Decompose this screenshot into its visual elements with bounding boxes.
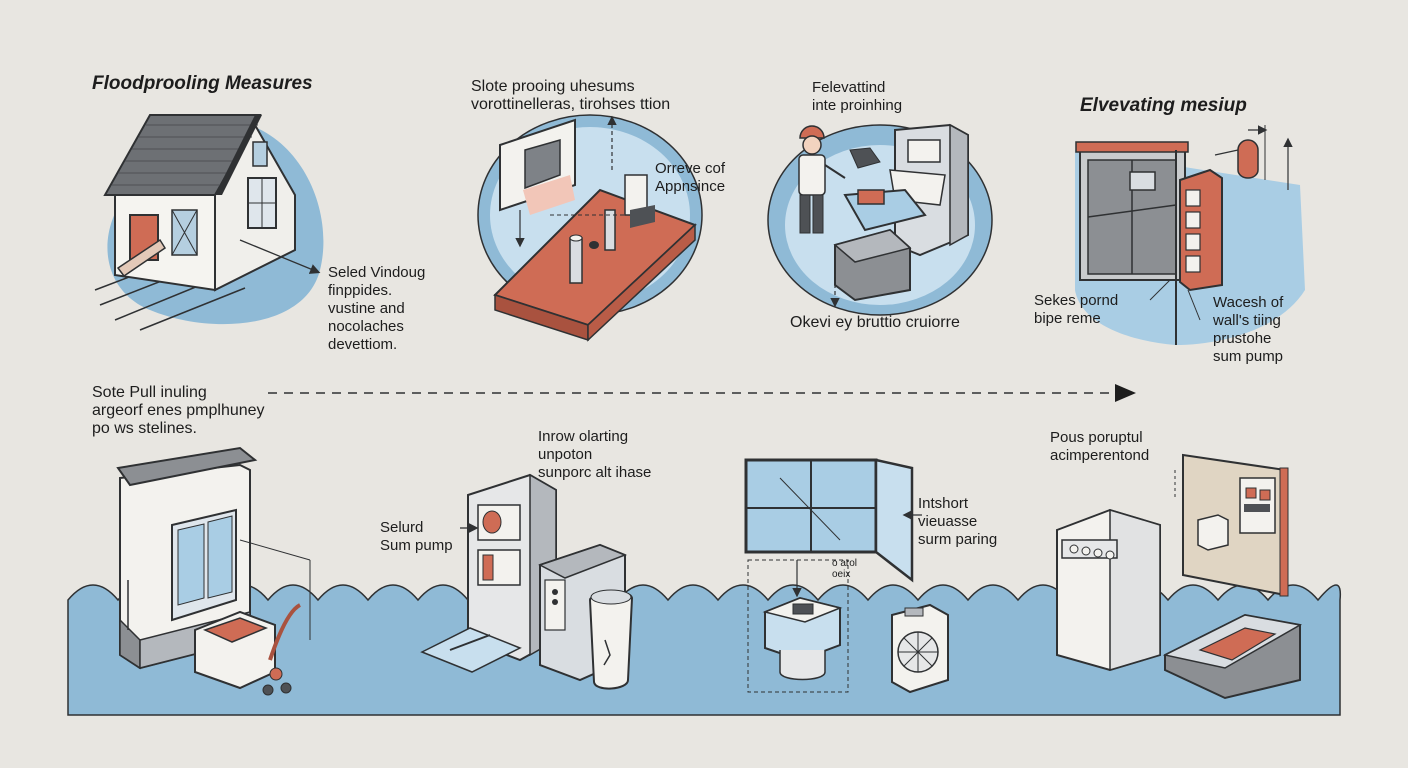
label-sump-pump: Selurd Sum pump [380, 519, 453, 555]
callout-house: Seled Vindoug finppides. vustine and noc… [328, 264, 425, 354]
callout-line: Orreve cof [655, 160, 726, 177]
building-window-icon [116, 446, 311, 670]
title-line: Slote prooing uhesums [471, 78, 635, 95]
fan-unit-icon [891, 603, 949, 694]
label-sump-paring: Intshort vieuasse surm paring [918, 495, 997, 549]
drain-pan-icon [1162, 613, 1303, 700]
panel-title-barrier: Slote prooing uhesums vorottinelleras, t… [471, 78, 670, 114]
arrow-right-icon [268, 384, 1136, 402]
open-window-icon [744, 458, 914, 583]
callout-line: devettiom. [328, 336, 398, 353]
panel-title-floodproofing: Floodprooling Measures [92, 73, 313, 94]
appliance-cabinet-icon [538, 543, 634, 690]
callout-appliance: Orreve cof Appnsince [655, 160, 725, 196]
callout-line: bipe reme [1034, 310, 1101, 327]
panel-title-elevating: Felevattind inte proinhing [812, 79, 902, 115]
label-line: Selurd [380, 519, 424, 536]
worker-icon [798, 125, 846, 234]
callout-elevated: Okevi ey bruttio cruiorre [790, 314, 960, 332]
label-line: Inrow olarting [538, 428, 629, 445]
label-heating-support: Inrow olarting unpoton sunporc alt ihase [538, 428, 651, 482]
intro-line: po ws stelines. [92, 420, 197, 437]
callout-wall-left: Sekes pornd bipe reme [1034, 292, 1118, 328]
title-line: inte proinhing [812, 97, 903, 114]
label-line: acimperentond [1050, 447, 1150, 464]
callout-line: Okevi ey bruttio cruiorre [790, 314, 960, 331]
label-line: Intshort [918, 495, 969, 512]
water-heater-icon [420, 473, 557, 673]
label-line: Pous poruptul [1050, 429, 1143, 446]
elevated-wall-panel-icon [1075, 125, 1305, 345]
house-icon [94, 114, 324, 331]
label-equipment: Pous poruptul acimperentond [1050, 429, 1149, 465]
sump-pump-icon [747, 559, 849, 693]
callout-line: Wacesh of [1213, 294, 1284, 311]
label-line: oeix [832, 569, 851, 580]
panel-title-elevating-setup: Elvevating mesiup [1080, 95, 1247, 116]
label-line: unpoton [538, 446, 593, 463]
callout-line: nocolaches [328, 318, 404, 335]
flood-water [67, 584, 1342, 716]
callout-line: sum pump [1213, 348, 1284, 365]
intro-line: argeorf enes pmplhuney [92, 402, 265, 419]
control-panel-icon [1174, 453, 1289, 597]
callout-line: Appnsince [655, 178, 726, 195]
intro-line: Sote Pull inuling [92, 384, 207, 401]
label-small-note: o arol oeix [832, 558, 857, 580]
title-line: Felevattind [812, 79, 886, 96]
callout-line: Sekes pornd [1034, 292, 1119, 309]
label-line: Sum pump [380, 537, 453, 554]
sump-basin-icon [194, 603, 302, 696]
label-line: surm paring [918, 531, 998, 548]
bottom-intro: Sote Pull inuling argeorf enes pmplhuney… [92, 384, 265, 438]
title-line: vorottinelleras, tirohses ttion [471, 96, 671, 113]
label-line: o arol [832, 558, 858, 569]
callout-line: vustine and [328, 300, 405, 317]
label-line: sunporc alt ihase [538, 464, 652, 481]
callout-line: finppides. [328, 282, 393, 299]
callout-line: prustohe [1213, 330, 1272, 347]
callout-line: Seled Vindoug [328, 264, 426, 281]
callout-wall-right: Wacesh of wall's tiing prustohe sum pump [1213, 294, 1283, 366]
flood-barrier-platform-icon [477, 114, 703, 342]
label-line: vieuasse [918, 513, 978, 530]
washer-icon [1056, 508, 1161, 672]
callout-line: wall's tiing [1213, 312, 1281, 329]
